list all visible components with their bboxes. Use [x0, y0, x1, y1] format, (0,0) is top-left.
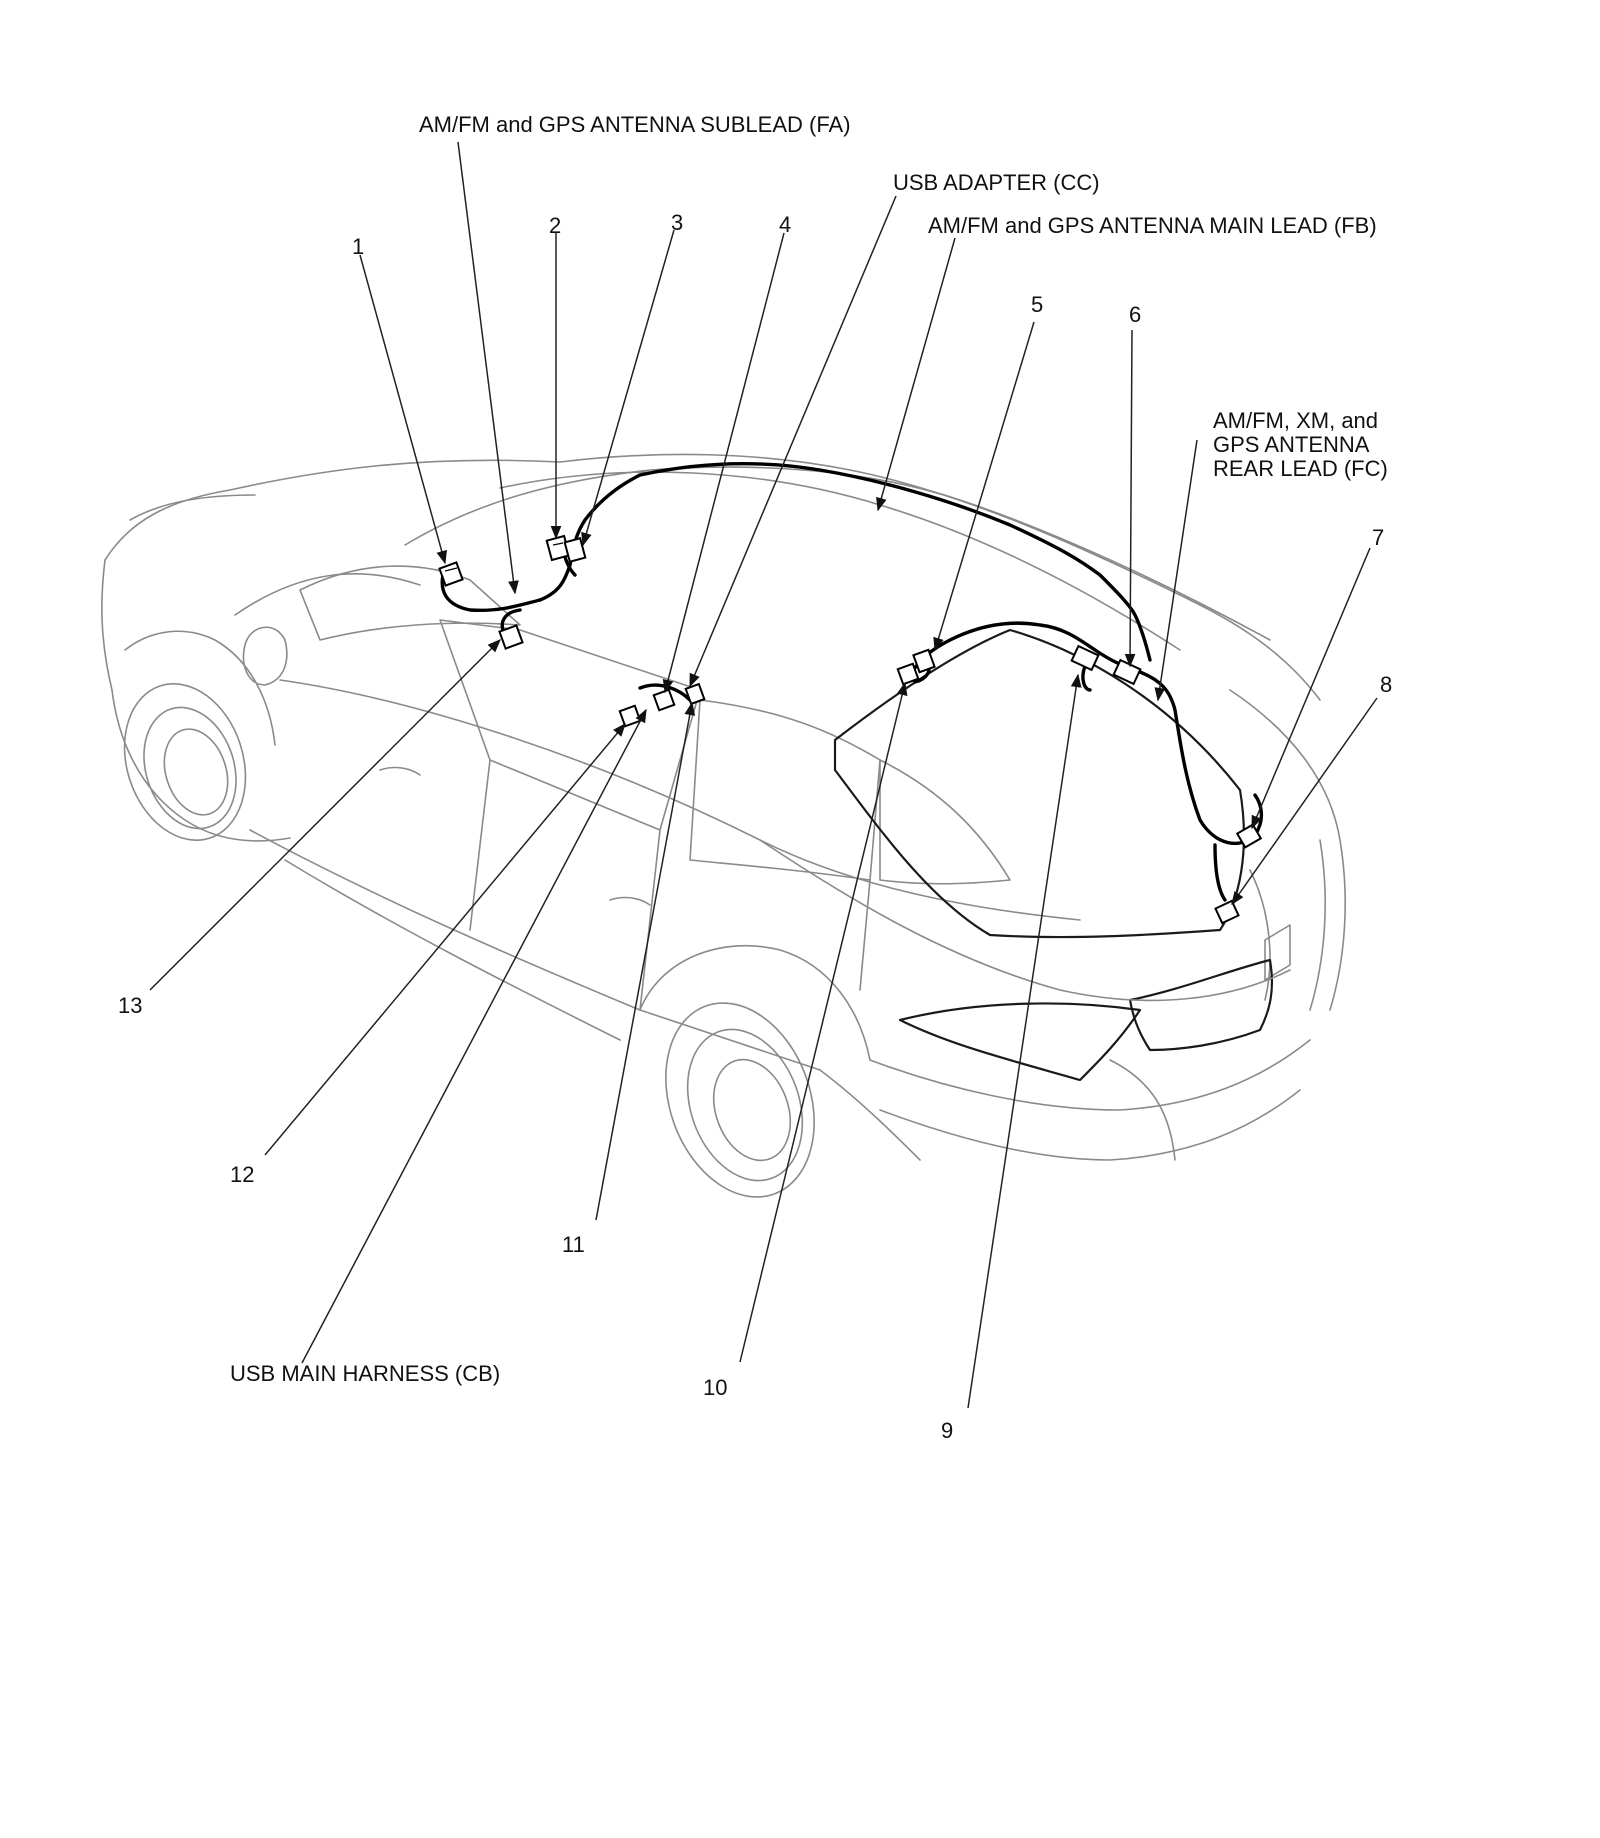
connector-number-2: 2 — [549, 213, 561, 238]
label-fc-line2: GPS ANTENNA — [1213, 432, 1370, 457]
connector-number-7: 7 — [1372, 525, 1384, 550]
connector-number-6: 6 — [1129, 302, 1141, 327]
connector-6-symbol — [1112, 658, 1142, 686]
connector-13-symbol — [498, 624, 524, 650]
leader-lines — [149, 141, 1378, 1409]
connector-symbols — [438, 534, 1263, 925]
connector-number-1: 1 — [352, 234, 364, 259]
connector-number-10: 10 — [703, 1375, 727, 1400]
connector-1-symbol — [438, 561, 464, 587]
connector-number-12: 12 — [230, 1162, 254, 1187]
label-fb: AM/FM and GPS ANTENNA MAIN LEAD (FB) — [928, 213, 1377, 238]
connector-3-symbol — [563, 537, 587, 563]
connector-number-5: 5 — [1031, 292, 1043, 317]
connector-10-symbol — [896, 662, 920, 686]
connector-11-symbol — [684, 682, 706, 706]
connector-8-symbol — [1214, 899, 1240, 925]
connector-4-symbol — [652, 688, 676, 712]
connector-5-symbol — [912, 648, 936, 674]
label-cb: USB MAIN HARNESS (CB) — [230, 1361, 500, 1386]
connector-number-3: 3 — [671, 210, 683, 235]
harness-wiring — [440, 461, 1264, 902]
connector-12-symbol — [618, 704, 642, 728]
label-fc-line3: REAR LEAD (FC) — [1213, 456, 1388, 481]
connector-9-symbol — [1070, 644, 1100, 672]
harness-label-group: AM/FM and GPS ANTENNA SUBLEAD (FA) USB A… — [230, 112, 1388, 1386]
connector-number-13: 13 — [118, 993, 142, 1018]
connector-number-11: 11 — [562, 1232, 585, 1257]
connector-7-symbol — [1235, 823, 1263, 849]
connector-number-4: 4 — [779, 212, 791, 237]
label-cc: USB ADAPTER (CC) — [893, 170, 1100, 195]
label-fa: AM/FM and GPS ANTENNA SUBLEAD (FA) — [419, 112, 851, 137]
connector-number-8: 8 — [1380, 672, 1392, 697]
connector-number-group: 1 2 3 4 5 6 7 8 9 10 11 12 13 — [118, 210, 1392, 1443]
label-fc-line1: AM/FM, XM, and — [1213, 408, 1378, 433]
connector-number-9: 9 — [941, 1418, 953, 1443]
car-body-outline — [101, 453, 1347, 1198]
